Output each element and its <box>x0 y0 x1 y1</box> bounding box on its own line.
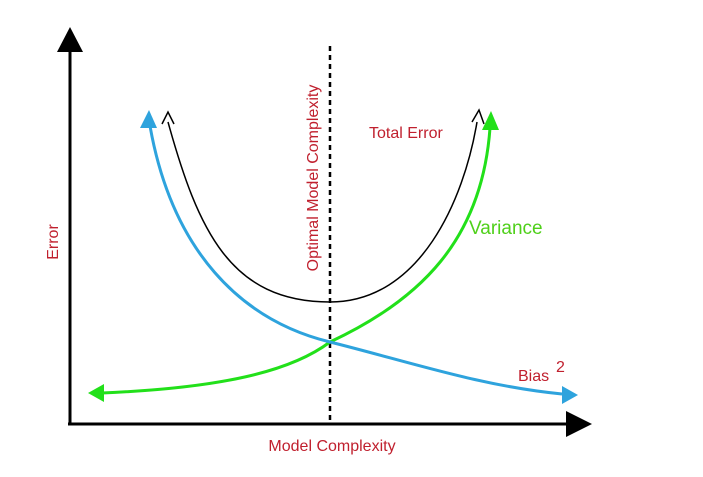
bias-curve <box>140 110 578 404</box>
variance-right-arrow-icon <box>482 111 499 130</box>
bias-label: Bias <box>518 368 549 385</box>
bias-superscript: 2 <box>556 359 565 376</box>
x-axis-arrow-icon <box>566 411 592 437</box>
x-axis-label: Model Complexity <box>268 438 395 455</box>
bias-left-arrow-icon <box>140 110 157 128</box>
bias-right-arrow-icon <box>562 386 578 404</box>
optimal-complexity-label: Optimal Model Complexity <box>305 85 322 272</box>
total-error-right-arrow-icon <box>471 108 485 125</box>
bias-label-group: Bias 2 <box>518 359 565 385</box>
y-axis-label: Error <box>45 224 62 260</box>
axes <box>57 27 592 437</box>
total-error-curve <box>161 108 485 303</box>
total-error-label: Total Error <box>369 125 443 142</box>
variance-label: Variance <box>469 218 543 239</box>
y-axis-arrow-icon <box>57 27 83 52</box>
variance-left-arrow-icon <box>88 384 104 402</box>
total-error-left-arrow-icon <box>161 110 175 125</box>
variance-curve <box>88 111 499 402</box>
